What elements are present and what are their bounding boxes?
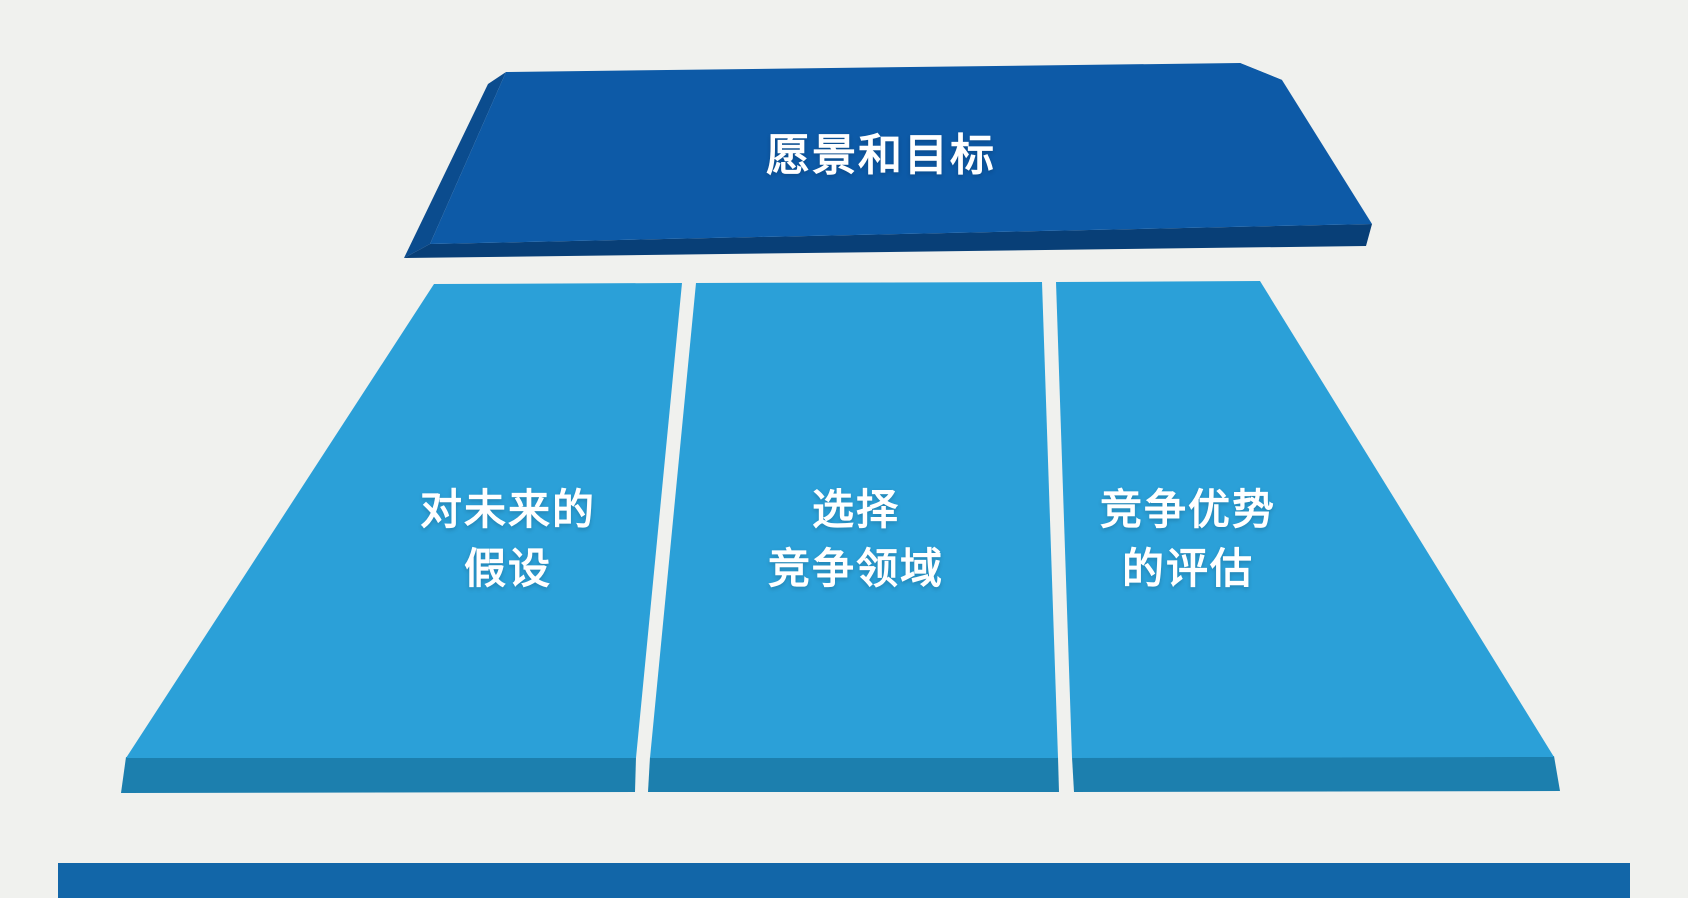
vision-slab-label: 愿景和目标 bbox=[766, 131, 996, 181]
vision-slab-face bbox=[430, 63, 1372, 244]
panel-left-face bbox=[126, 283, 682, 758]
panel-middle-face bbox=[650, 282, 1058, 758]
panel-middle-label: 选择 竞争领域 bbox=[767, 486, 945, 592]
panel-left-label: 对未来的 假设 bbox=[419, 486, 597, 592]
vision-slab-bottom-bevel bbox=[404, 224, 1372, 258]
panel-right-face bbox=[1056, 281, 1554, 758]
panel-middle-edge bbox=[648, 757, 1059, 792]
panel-right-edge bbox=[1072, 756, 1560, 792]
panel-left-edge bbox=[121, 757, 636, 793]
footer-bar bbox=[58, 863, 1630, 898]
vision-slab-left-bevel bbox=[404, 72, 506, 258]
panel-right-label: 竞争优势 的评估 bbox=[1099, 486, 1277, 592]
